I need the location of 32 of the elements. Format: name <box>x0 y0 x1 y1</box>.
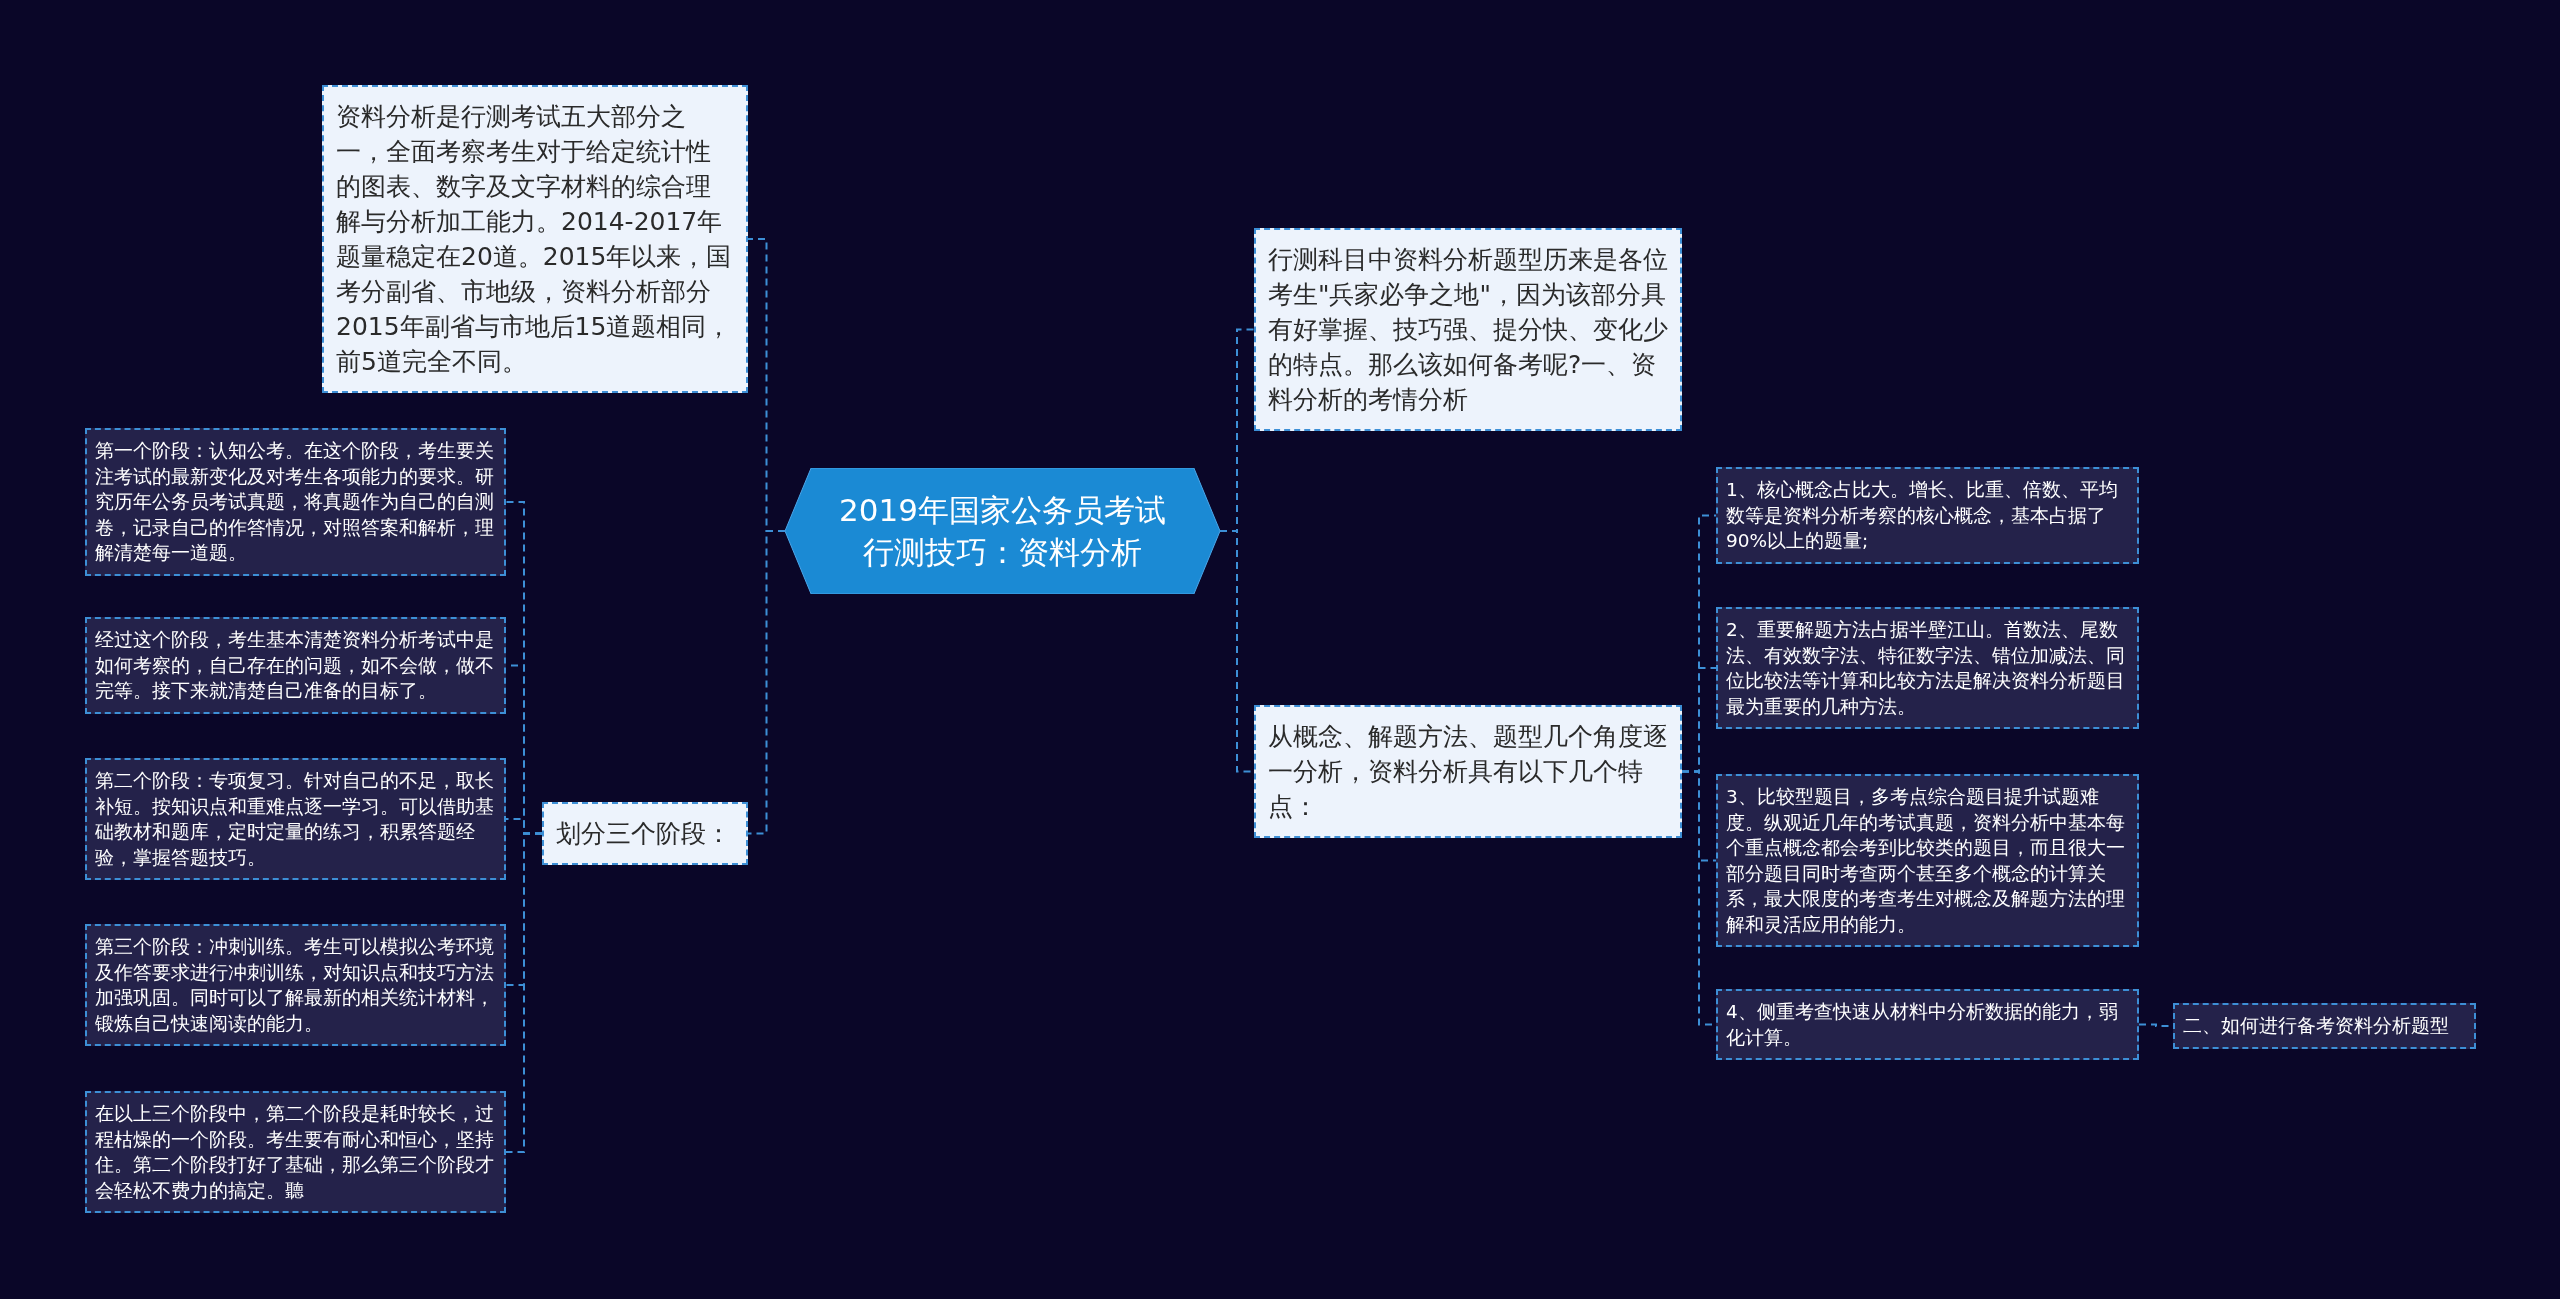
subtopic-box <box>85 428 506 576</box>
topic-text: 第二个阶段：专项复习。针对自己的不足，取长补短。按知识点和重难点逐一学习。可以借助基础教材和题库，定时定量的练习，积累答题经验，掌握答题技巧。 <box>95 769 495 870</box>
topic-text: 4、侧重考查快速从材料中分析数据的能力，弱化计算。 <box>1726 1000 2119 1050</box>
subtopic-box <box>85 924 506 1046</box>
topic-box <box>1254 228 1682 431</box>
topic-box <box>542 802 748 865</box>
subtopic-box <box>85 758 506 880</box>
topic-box <box>1254 705 1682 838</box>
connector-line <box>505 832 543 1153</box>
subtopic-box <box>85 1091 506 1213</box>
topic-text: 划分三个阶段： <box>556 818 732 850</box>
topic-text: 在以上三个阶段中，第二个阶段是耗时较长，过程枯燥的一个阶段。考生要有耐心和恒心，坚持住。第二个阶段打好了基础，那么第三个阶段才会轻松不费力的搞定。聽 <box>95 1102 495 1203</box>
connector-line <box>747 530 786 835</box>
subtopic-box <box>1716 467 2139 564</box>
topic-text: 二、如何进行备考资料分析题型 <box>2183 1014 2450 1038</box>
topic-text: 第三个阶段：冲刺训练。考生可以模拟公考环境及作答要求进行冲刺训练，对知识点和技巧方法加强巩固。同时可以了解最新的相关统计材料，锻炼自己快速阅读的能力。 <box>95 935 495 1036</box>
topic-text: 从概念、解题方法、题型几个角度逐一分析，资料分析具有以下几个特点： <box>1268 721 1668 823</box>
topic-box <box>322 85 748 393</box>
subtopic-box <box>1716 989 2139 1060</box>
topic-text: 1、核心概念占比大。增长、比重、倍数、平均数等是资料分析考察的核心概念，基本占据了90%以上的题量; <box>1726 478 2119 553</box>
subtopic-box <box>85 617 506 714</box>
topic-text: 第一个阶段：认知公考。在这个阶段，考生要关注考试的最新变化及对考生各项能力的要求。研究历年公务员考试真题，将真题作为自己的自测卷，记录自己的作答情况，对照答案和解析，理解清楚每一道题。 <box>95 439 495 565</box>
topic-text: 资料分析是行测考试五大部分之一，全面考察考生对于给定统计性的图表、数字及文字材料的综合理解与分析加工能力。2014-2017年题量稳定在20道。2015年以来，国考分副省、市地级，资料分析部分2015年副省与市地后15道题相同，前5道完全不同。 <box>336 101 733 378</box>
central-topic-text: 2019年国家公务员考试行测技巧：资料分析 <box>838 491 1167 572</box>
subtopic-box <box>2173 1003 2476 1049</box>
topic-text: 行测科目中资料分析题型历来是各位考生"兵家必争之地"，因为该部分具有好掌握、技巧强、提分快、变化少的特点。那么该如何备考呢?一、资料分析的考情分析 <box>1268 244 1668 416</box>
subtopic-box <box>1716 774 2139 947</box>
topic-text: 经过这个阶段，考生基本清楚资料分析考试中是如何考察的，自己存在的问题，如不会做，做不完等。接下来就清楚自己准备的目标了。 <box>95 628 495 703</box>
topic-text: 3、比较型题目，多考点综合题目提升试题难度。纵观近几年的考试真题，资料分析中基本每个重点概念都会考到比较类的题目，而且很大一部分题目同时考查两个甚至多个概念的计算关系，最大限度的考查考生对概念及解题方法的理解和灵活应用的能力。 <box>1726 785 2126 937</box>
subtopic-box <box>1716 607 2139 729</box>
topic-text: 2、重要解题方法占据半壁江山。首数法、尾数法、有效数字法、特征数字法、错位加减法、同位比较法等计算和比较方法是解决资料分析题目最为重要的几种方法。 <box>1726 618 2126 719</box>
central-topic-hexagon <box>785 468 1220 594</box>
